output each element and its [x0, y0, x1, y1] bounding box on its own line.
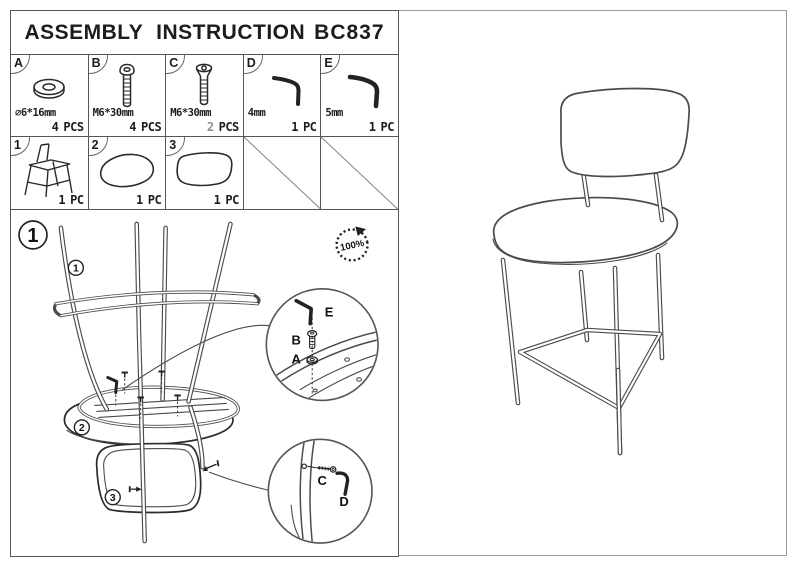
- hex-key-marker: [106, 376, 119, 406]
- callout-seat: 2: [73, 419, 91, 436]
- diagonal-slash: [321, 137, 398, 209]
- stamp-100-percent: 100%: [335, 226, 369, 262]
- backrest-bolt-arrows: [128, 460, 220, 493]
- bolt-detail: [316, 465, 337, 473]
- assembly-step-diagram: 1 2 3: [18, 220, 379, 544]
- backrest: [560, 87, 691, 178]
- seat-frame-pan: [77, 385, 240, 429]
- bolt-markers: [121, 370, 181, 419]
- model-number: BC837: [314, 20, 385, 44]
- hardware-id: B: [91, 56, 101, 70]
- part-id: 3: [169, 138, 177, 152]
- svg-text:1: 1: [73, 264, 79, 275]
- callout-backrest: 3: [104, 488, 121, 506]
- svg-text:3: 3: [110, 493, 116, 504]
- back-posts: [580, 168, 665, 223]
- part-id: 1: [14, 138, 21, 152]
- seat-icon: [99, 153, 154, 188]
- page-title: ASSEMBLY INSTRUCTION: [24, 20, 306, 44]
- front-leg-inner: [616, 368, 622, 455]
- svg-text:C: C: [317, 473, 326, 488]
- svg-text:B: B: [292, 333, 301, 348]
- assembled-stool-drawing: [492, 87, 691, 456]
- countersunk-bolt-icon: [196, 63, 213, 106]
- step-1-panel: 1 2 3: [10, 209, 399, 557]
- backrest-part: [95, 442, 202, 514]
- leader-line-bottom: [208, 471, 269, 491]
- hardware-id: A: [14, 56, 24, 70]
- hex-key-icon: [347, 74, 380, 109]
- svg-text:2: 2: [79, 423, 85, 434]
- svg-text:A: A: [292, 352, 302, 367]
- detail-circle-bottom: C D: [267, 438, 373, 544]
- washer-detail: [306, 356, 318, 365]
- button-head-bolt-icon: [119, 63, 135, 108]
- svg-text:100%: 100%: [339, 238, 366, 254]
- hardware-id: C: [169, 56, 179, 70]
- diagonal-slash: [244, 137, 321, 209]
- footrest-ring: [517, 327, 663, 411]
- hardware-spec: M6*30mm: [92, 107, 134, 119]
- hardware-id: E: [324, 56, 333, 70]
- seat: [492, 196, 679, 265]
- svg-text:1: 1: [27, 225, 38, 247]
- empty-cell: [321, 137, 398, 209]
- washer-icon: [33, 78, 66, 99]
- bolt-detail: [307, 330, 318, 350]
- hardware-spec: ⌀6*16mm: [15, 107, 56, 119]
- title-bar: ASSEMBLY INSTRUCTION BC837: [10, 10, 399, 55]
- finished-product-view: [399, 10, 788, 557]
- hex-key-icon: [272, 76, 301, 106]
- hardware-spec: M6*30mm: [170, 107, 211, 119]
- detail-circle-top: E B A: [265, 287, 379, 402]
- svg-text:D: D: [339, 494, 348, 509]
- empty-cell: [243, 137, 321, 209]
- hardware-spec: 4mm: [247, 107, 266, 119]
- leader-line-top: [122, 324, 270, 391]
- footrest-ring: [53, 290, 261, 318]
- step-number: 1: [18, 220, 48, 250]
- part-id: 2: [91, 138, 99, 152]
- hardware-spec: 5mm: [325, 107, 343, 119]
- hardware-id: D: [246, 56, 256, 70]
- callout-frame: 1: [67, 259, 85, 277]
- stool-frame-icon: [24, 143, 73, 198]
- backrest-icon: [176, 152, 234, 187]
- svg-text:E: E: [325, 305, 334, 320]
